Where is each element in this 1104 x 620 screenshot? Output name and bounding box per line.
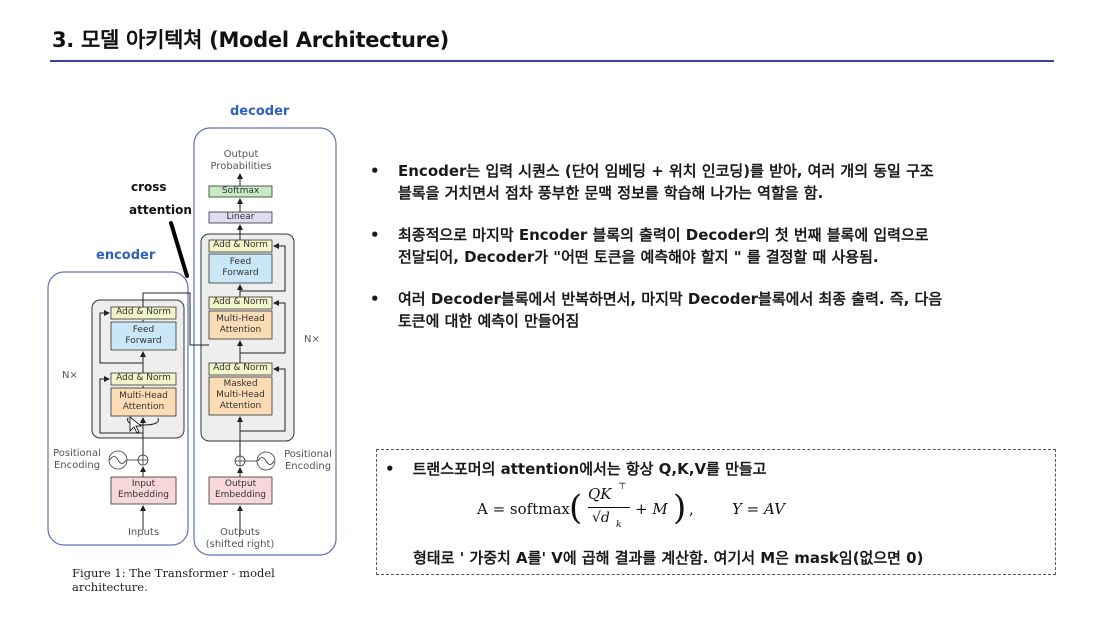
- mouse-cursor-icon: [129, 416, 143, 434]
- softmax-label: Softmax: [221, 186, 260, 196]
- bullet-list: • Encoder는 입력 시퀀스 (단어 임베딩 + 위치 인코딩)를 받아,…: [370, 160, 1060, 352]
- right-paren-icon: ): [673, 488, 687, 528]
- encoder-positional-encoding-label: Positional Encoding: [53, 448, 101, 471]
- bullet-dot-icon: •: [370, 290, 380, 308]
- cross-attention-note-line2: attention: [129, 203, 192, 217]
- decoder-feed-forward-box: [208, 253, 273, 284]
- encoder-embedding-label: Input Embedding: [117, 479, 170, 500]
- bullet-dot-icon: •: [385, 460, 395, 478]
- encoder-nx-label: N×: [62, 370, 78, 381]
- outputs-label: Outputs (shifted right): [205, 527, 275, 550]
- equation-comma: ,: [689, 500, 694, 518]
- decoder-cross-attention-box: [208, 310, 273, 340]
- decoder-add-norm-2-label: Add & Norm: [213, 297, 268, 307]
- bullet-dot-icon: •: [370, 226, 380, 244]
- transformer-diagram: decoder encoder cross attention Output P…: [0, 95, 350, 595]
- decoder-container: [193, 127, 337, 556]
- left-paren-icon: (: [569, 488, 583, 528]
- decoder-add-norm-3-label: Add & Norm: [213, 363, 268, 373]
- linear-label: Linear: [226, 212, 255, 222]
- encoder-feed-forward-box: [110, 321, 177, 351]
- output-probabilities-label: Output Probabilities: [210, 149, 272, 172]
- decoder-masked-attention-box: [208, 376, 273, 416]
- inputs-label: Inputs: [127, 527, 160, 538]
- slide-title: 3. 모델 아키텍쳐 (Model Architecture): [52, 28, 449, 52]
- decoder-embedding-label: Output Embedding: [214, 479, 267, 500]
- diagram-shapes: [47, 127, 337, 556]
- equation-denominator-sub: k: [616, 520, 622, 530]
- formula-intro: •트랜스포머의 attention에서는 항상 Q,K,V를 만들고: [385, 460, 767, 478]
- decoder-embedding-box: [208, 476, 273, 505]
- bullet-item: • 여러 Decoder블록에서 반복하면서, 마지막 Decoder블록에서 …: [370, 290, 943, 330]
- formula-conclusion: 형태로 ' 가중치 A를' V에 곱해 결과를 계산함. 여기서 M은 mask…: [413, 549, 924, 567]
- fraction-bar: [588, 507, 630, 508]
- bullet-item: • Encoder는 입력 시퀀스 (단어 임베딩 + 위치 인코딩)를 받아,…: [370, 162, 934, 202]
- cross-attention-pointer: [169, 221, 189, 278]
- decoder-positional-encoding-label: Positional Encoding: [284, 449, 332, 472]
- encoder-feed-forward-label: Feed Forward: [125, 325, 162, 346]
- encoder-attention-label: Multi-Head Attention: [119, 391, 168, 412]
- cross-attention-note-line1: cross: [131, 180, 167, 194]
- encoder-title: encoder: [96, 248, 156, 263]
- equation-denominator: √d: [592, 510, 610, 526]
- attention-equation: A = softmax ( QK ⊤ √d k + M ) , Y = AV: [477, 482, 897, 538]
- equation-rhs: Y = AV: [732, 500, 785, 518]
- attention-formula-box: •트랜스포머의 attention에서는 항상 Q,K,V를 만들고 A = s…: [376, 449, 1056, 575]
- equation-numerator: QK: [588, 485, 612, 503]
- figure-caption: Figure 1: The Transformer - model archit…: [72, 566, 275, 594]
- encoder-stack: [91, 299, 185, 439]
- encoder-embedding-box: [110, 476, 177, 505]
- encoder-add-norm-bottom-label: Add & Norm: [116, 373, 171, 383]
- encoder-add-norm-top-label: Add & Norm: [116, 307, 171, 317]
- decoder-add-norm-1-label: Add & Norm: [213, 240, 268, 250]
- decoder-feed-forward-label: Feed Forward: [222, 257, 259, 278]
- equation-mask-term: + M: [635, 500, 668, 518]
- decoder-nx-label: N×: [304, 334, 320, 345]
- decoder-title: decoder: [230, 104, 290, 119]
- title-divider: [50, 60, 1054, 62]
- bullet-dot-icon: •: [370, 162, 380, 180]
- equation-transpose: ⊤: [618, 482, 627, 492]
- encoder-container: [47, 271, 189, 546]
- decoder-masked-attention-label: Masked Multi-Head Attention: [216, 379, 265, 411]
- decoder-cross-attention-label: Multi-Head Attention: [216, 314, 265, 335]
- bullet-item: • 최종적으로 마지막 Encoder 블록의 출력이 Decoder의 첫 번…: [370, 226, 929, 266]
- equation-lhs: A = softmax: [477, 500, 570, 518]
